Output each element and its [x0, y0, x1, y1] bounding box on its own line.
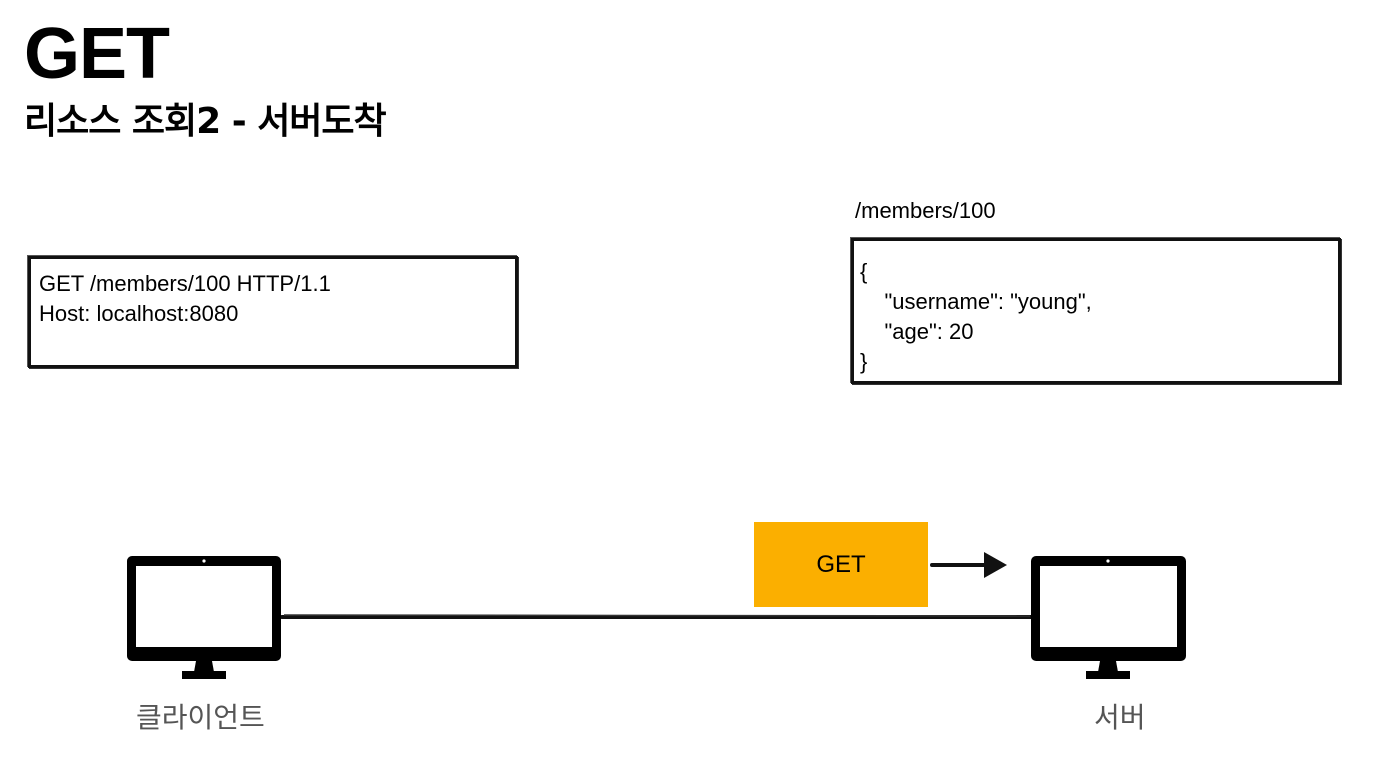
client-monitor-icon	[127, 556, 281, 679]
json-line: }	[860, 349, 868, 374]
host-header-line: Host: localhost:8080	[39, 301, 239, 326]
page-subtitle: 리소스 조회2 - 서버도착	[24, 101, 387, 142]
get-method-badge: GET	[754, 522, 928, 607]
json-line: "username": "young",	[860, 289, 1092, 314]
client-label: 클라이언트	[136, 701, 265, 734]
connection-line-shade	[283, 614, 1031, 617]
server-monitor-icon	[1031, 556, 1186, 679]
json-line: {	[860, 259, 868, 284]
http-request-box: GET /members/100 HTTP/1.1 Host: localhos…	[28, 256, 518, 368]
resource-path-label: /members/100	[855, 198, 996, 223]
server-label: 서버	[1094, 701, 1146, 734]
json-line: "age": 20	[860, 319, 974, 344]
resource-json-box: { "username": "young", "age": 20 }	[851, 238, 1341, 384]
arrow-right-icon	[930, 552, 1007, 578]
page-title: GET	[24, 14, 170, 94]
request-line: GET /members/100 HTTP/1.1	[39, 271, 331, 296]
